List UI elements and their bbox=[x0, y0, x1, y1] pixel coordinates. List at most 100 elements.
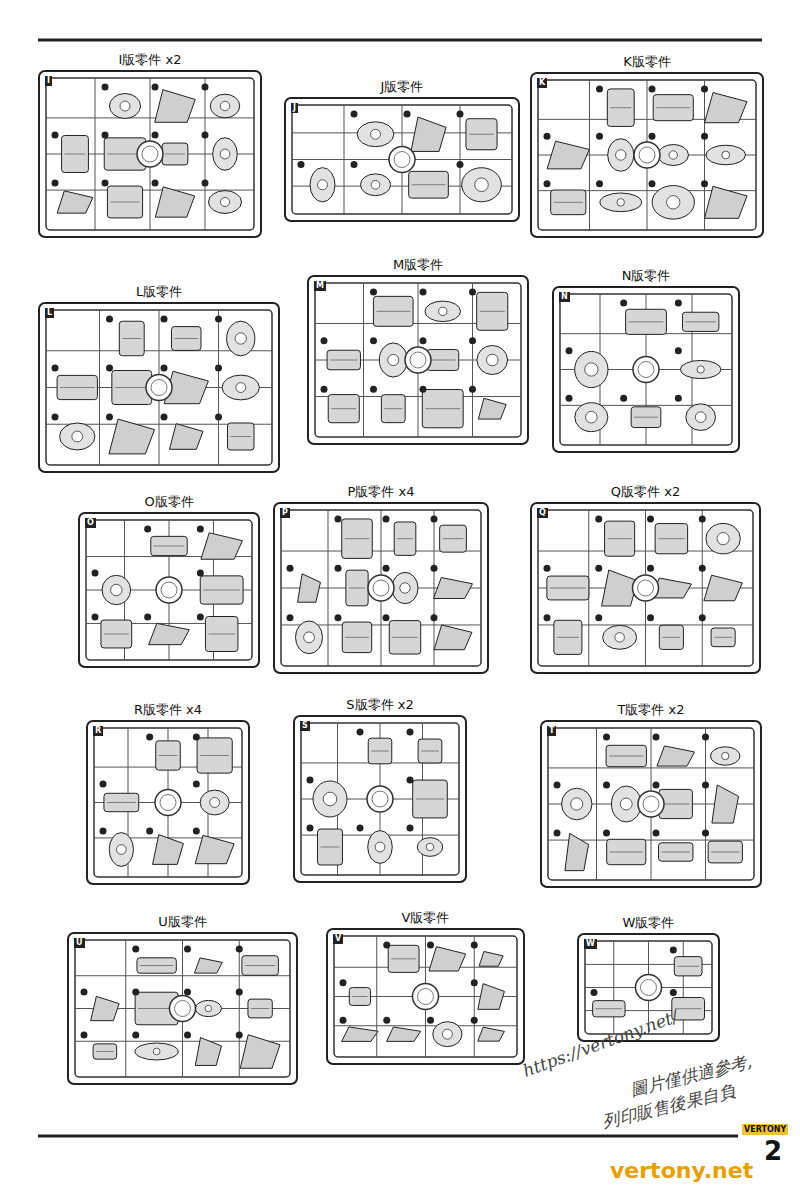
part-detail bbox=[120, 101, 130, 111]
callout-dot bbox=[197, 570, 204, 577]
part-shape bbox=[200, 790, 229, 815]
callout-dot bbox=[554, 830, 561, 837]
runner-hub-inner bbox=[410, 352, 426, 368]
sprue-letter-tag: S bbox=[300, 721, 310, 731]
callout-dot bbox=[383, 516, 390, 523]
part-detail bbox=[397, 538, 413, 539]
callout-dot bbox=[596, 133, 603, 140]
part-shape bbox=[607, 839, 646, 864]
part-shape bbox=[107, 186, 142, 218]
part-shape bbox=[102, 575, 131, 604]
part-shape bbox=[409, 171, 449, 198]
part-shape bbox=[201, 533, 242, 559]
callout-dot bbox=[370, 337, 377, 344]
part-shape bbox=[551, 190, 586, 215]
runner-hub-inner bbox=[151, 380, 167, 396]
part-shape bbox=[342, 1027, 378, 1041]
runner-hub bbox=[368, 575, 394, 601]
part-shape bbox=[171, 327, 201, 351]
runner bbox=[460, 105, 461, 214]
sprue-heading: M版零件 bbox=[279, 256, 557, 274]
part-shape bbox=[657, 746, 695, 766]
sprue-frame-box: N版零件N bbox=[552, 286, 740, 453]
part-shape bbox=[155, 187, 194, 217]
sprue-drawing bbox=[542, 722, 760, 886]
part-detail bbox=[208, 634, 234, 635]
callout-dot bbox=[647, 614, 654, 621]
part-shape bbox=[162, 143, 188, 165]
part-detail bbox=[210, 798, 220, 808]
part-detail bbox=[586, 411, 598, 423]
sprue-letter-tag: Q bbox=[537, 508, 548, 518]
callout-dot bbox=[321, 386, 328, 393]
part-detail bbox=[96, 1051, 114, 1052]
callout-dot bbox=[407, 777, 414, 784]
callout-dot bbox=[544, 133, 551, 140]
callout-dot bbox=[420, 337, 427, 344]
part-detail bbox=[675, 1008, 702, 1009]
part-shape bbox=[222, 375, 259, 400]
runner bbox=[705, 728, 706, 880]
part-detail bbox=[677, 966, 699, 967]
part-detail bbox=[697, 366, 704, 373]
runner bbox=[704, 80, 705, 230]
part-shape bbox=[213, 138, 238, 171]
callout-dot bbox=[383, 565, 390, 572]
sprue-drawing bbox=[40, 72, 260, 236]
part-detail bbox=[371, 129, 381, 139]
part-detail bbox=[375, 842, 385, 852]
callout-dot bbox=[52, 365, 59, 372]
callout-dot bbox=[298, 161, 305, 168]
runner bbox=[472, 283, 473, 437]
part-shape bbox=[93, 1044, 117, 1059]
part-shape bbox=[682, 312, 718, 331]
runner-hub-inner bbox=[639, 147, 655, 163]
part-shape bbox=[195, 1038, 221, 1066]
part-shape bbox=[706, 145, 746, 165]
part-shape bbox=[434, 625, 472, 650]
callout-dot bbox=[647, 565, 654, 572]
part-detail bbox=[609, 756, 643, 757]
callout-dot bbox=[52, 414, 59, 421]
part-detail bbox=[634, 417, 658, 418]
callout-dot bbox=[52, 180, 59, 187]
part-detail bbox=[376, 311, 410, 312]
sprue-frame-box: I版零件 x2I bbox=[38, 70, 262, 238]
callout-dot bbox=[161, 414, 168, 421]
runner-hub bbox=[146, 375, 172, 401]
sprue-frame bbox=[86, 520, 252, 660]
part-shape bbox=[659, 843, 693, 861]
runner-hub bbox=[634, 142, 660, 168]
callout-dot bbox=[202, 180, 209, 187]
callout-dot bbox=[215, 365, 222, 372]
callout-dot bbox=[236, 989, 243, 996]
part-shape bbox=[62, 136, 89, 173]
part-detail bbox=[658, 538, 684, 539]
part-shape bbox=[704, 575, 743, 601]
part-shape bbox=[197, 738, 232, 773]
runner-hub-inner bbox=[638, 362, 654, 378]
part-shape bbox=[57, 375, 97, 399]
part-shape bbox=[349, 988, 370, 1006]
callout-dot bbox=[702, 734, 709, 741]
part-shape bbox=[135, 1043, 178, 1060]
runner-hub-inner bbox=[142, 146, 158, 162]
part-shape bbox=[310, 168, 335, 202]
part-detail bbox=[391, 958, 416, 959]
callout-dot bbox=[102, 180, 109, 187]
part-shape bbox=[440, 525, 467, 552]
callout-dot bbox=[370, 386, 377, 393]
part-shape bbox=[626, 309, 667, 334]
part-detail bbox=[220, 197, 229, 206]
part-detail bbox=[596, 1008, 622, 1009]
sprue-letter-tag: L bbox=[45, 308, 54, 318]
part-shape bbox=[210, 94, 239, 118]
part-shape bbox=[575, 403, 608, 432]
part-shape bbox=[240, 1035, 280, 1069]
callout-dot bbox=[193, 828, 200, 835]
callout-dot bbox=[202, 132, 209, 139]
part-shape bbox=[104, 793, 139, 811]
part-detail bbox=[235, 333, 246, 344]
part-detail bbox=[236, 383, 246, 393]
callout-dot bbox=[351, 111, 358, 118]
